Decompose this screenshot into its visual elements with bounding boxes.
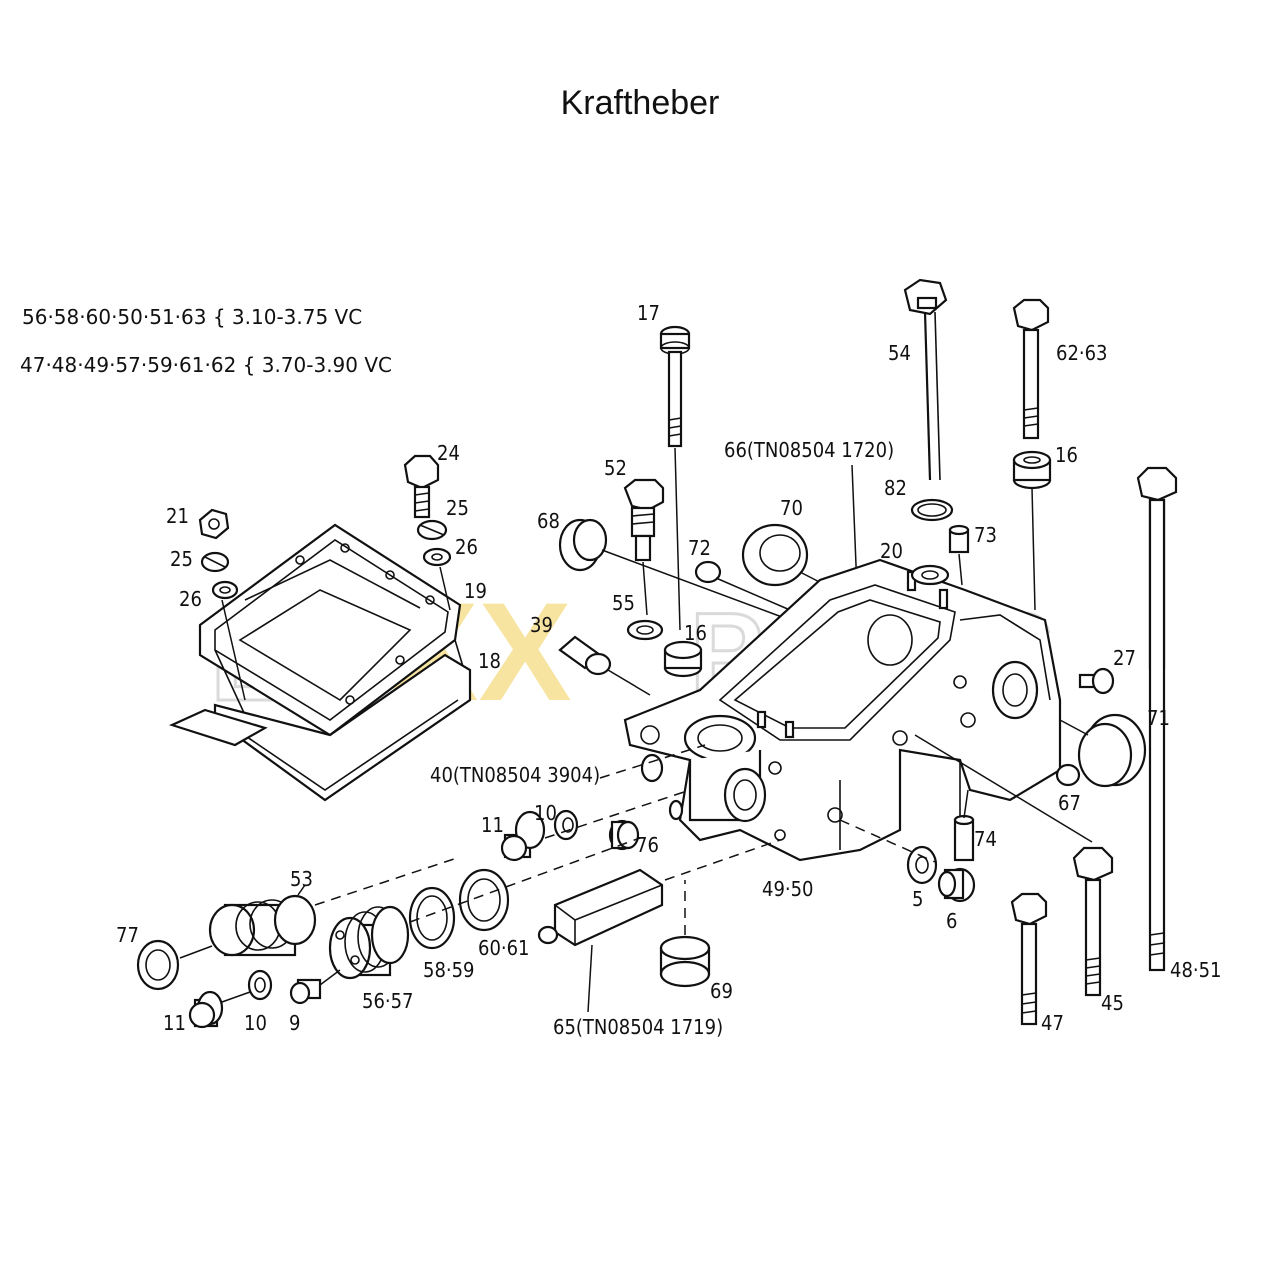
label-25b: 25 [170,547,193,571]
o-ring-82 [910,498,954,522]
label-74: 74 [974,827,997,851]
label-73: 73 [974,523,997,547]
label-77: 77 [116,923,139,947]
label-67: 67 [1058,791,1081,815]
label-27: 27 [1113,646,1136,670]
label-69: 69 [710,979,733,1003]
plug-76 [608,799,684,851]
label-48-51: 48·51 [1170,958,1222,982]
bolt-62-63 [1012,298,1050,440]
label-40: 40(TN08504 3904) [430,763,600,787]
plug-11a [500,810,546,862]
cap-71 [1059,713,1147,788]
label-58-59: 58·59 [423,958,475,982]
seal-5 [906,845,938,885]
label-18: 18 [478,649,501,673]
plug-11b [188,990,224,1029]
bolt-24 [403,454,440,519]
label-55: 55 [612,591,635,615]
bolt-45 [914,734,1114,997]
piston-56-57 [328,905,410,980]
seal-77 [136,939,180,991]
dipstick-54 [903,278,948,481]
label-5: 5 [912,887,923,911]
lift-housing [623,558,1062,862]
ring-40 [599,744,706,783]
boss-20 [910,564,950,586]
label-60-61: 60·61 [478,936,530,960]
label-11a: 11 [481,813,504,837]
label-82: 82 [884,476,907,500]
label-11b: 11 [163,1011,186,1035]
variant-note-2: 47·48·49·57·59·61·62 { 3.70-3.90 VC [20,353,392,377]
washer-10b [247,969,273,1001]
label-76: 76 [636,833,659,857]
bolt-17 [659,325,691,631]
label-19: 19 [464,579,487,603]
plug-52 [623,478,665,616]
seal-ring-55 [626,619,664,641]
washer-26a [211,580,239,600]
lock-washer-25a [200,551,230,573]
label-65: 65(TN08504 1719) [553,1015,723,1039]
washer-10a [553,809,579,841]
label-26a: 26 [455,535,478,559]
plug-9 [289,978,322,1005]
wedge-strip [168,708,268,747]
plug-72 [694,560,791,611]
variant-note-1: 56·58·60·50·51·63 { 3.10-3.75 VC [22,305,362,329]
label-49-50: 49·50 [762,877,814,901]
label-53: 53 [290,867,313,891]
screw-39 [558,635,651,696]
label-54: 54 [888,341,911,365]
label-17: 17 [637,301,660,325]
label-71: 71 [1147,706,1170,730]
seal-70 [741,523,836,591]
oil-pan-gasket [213,653,472,802]
spool-65 [537,839,781,947]
label-56-57: 56·57 [362,989,414,1013]
label-6: 6 [946,909,957,933]
label-10b: 10 [244,1011,267,1035]
label-25a: 25 [446,496,469,520]
cap-69 [659,880,711,988]
o-ring-58-59 [408,886,456,950]
bushing-16a [1012,450,1052,490]
label-21: 21 [166,504,189,528]
label-9: 9 [289,1011,300,1035]
label-16a: 16 [1055,443,1078,467]
page-title: Kraftheber [560,84,720,122]
label-24: 24 [437,441,460,465]
bolt-48-51 [1136,466,1178,972]
label-16b: 16 [684,621,707,645]
label-68: 68 [537,509,560,533]
bushing-16b [663,640,703,678]
oil-pan [198,523,471,770]
cap-73 [948,524,970,586]
label-62-63: 62·63 [1056,341,1108,365]
label-45: 45 [1101,991,1124,1015]
washer-26b [422,547,452,567]
label-66: 66(TN08504 1720) [724,438,894,462]
label-72: 72 [688,536,711,560]
label-39: 39 [530,613,553,637]
screw-27 [1078,667,1115,695]
piston-53 [208,884,317,957]
label-10a: 10 [534,801,557,825]
pin-74 [953,789,975,862]
lock-washer-25b [416,519,448,541]
label-70: 70 [780,496,803,520]
plug-6 [937,867,976,903]
cap-68 [558,518,791,621]
label-26b: 26 [179,587,202,611]
bolt-47 [1010,892,1048,1026]
label-47: 47 [1041,1011,1064,1035]
label-52: 52 [604,456,627,480]
plug-67 [1055,763,1081,787]
nut-21 [198,508,230,540]
label-20: 20 [880,539,903,563]
seal-60-61 [458,868,510,932]
callout-labels: 17 54 62·63 16 66(TN08504 1720) 82 24 52… [116,301,1222,1039]
